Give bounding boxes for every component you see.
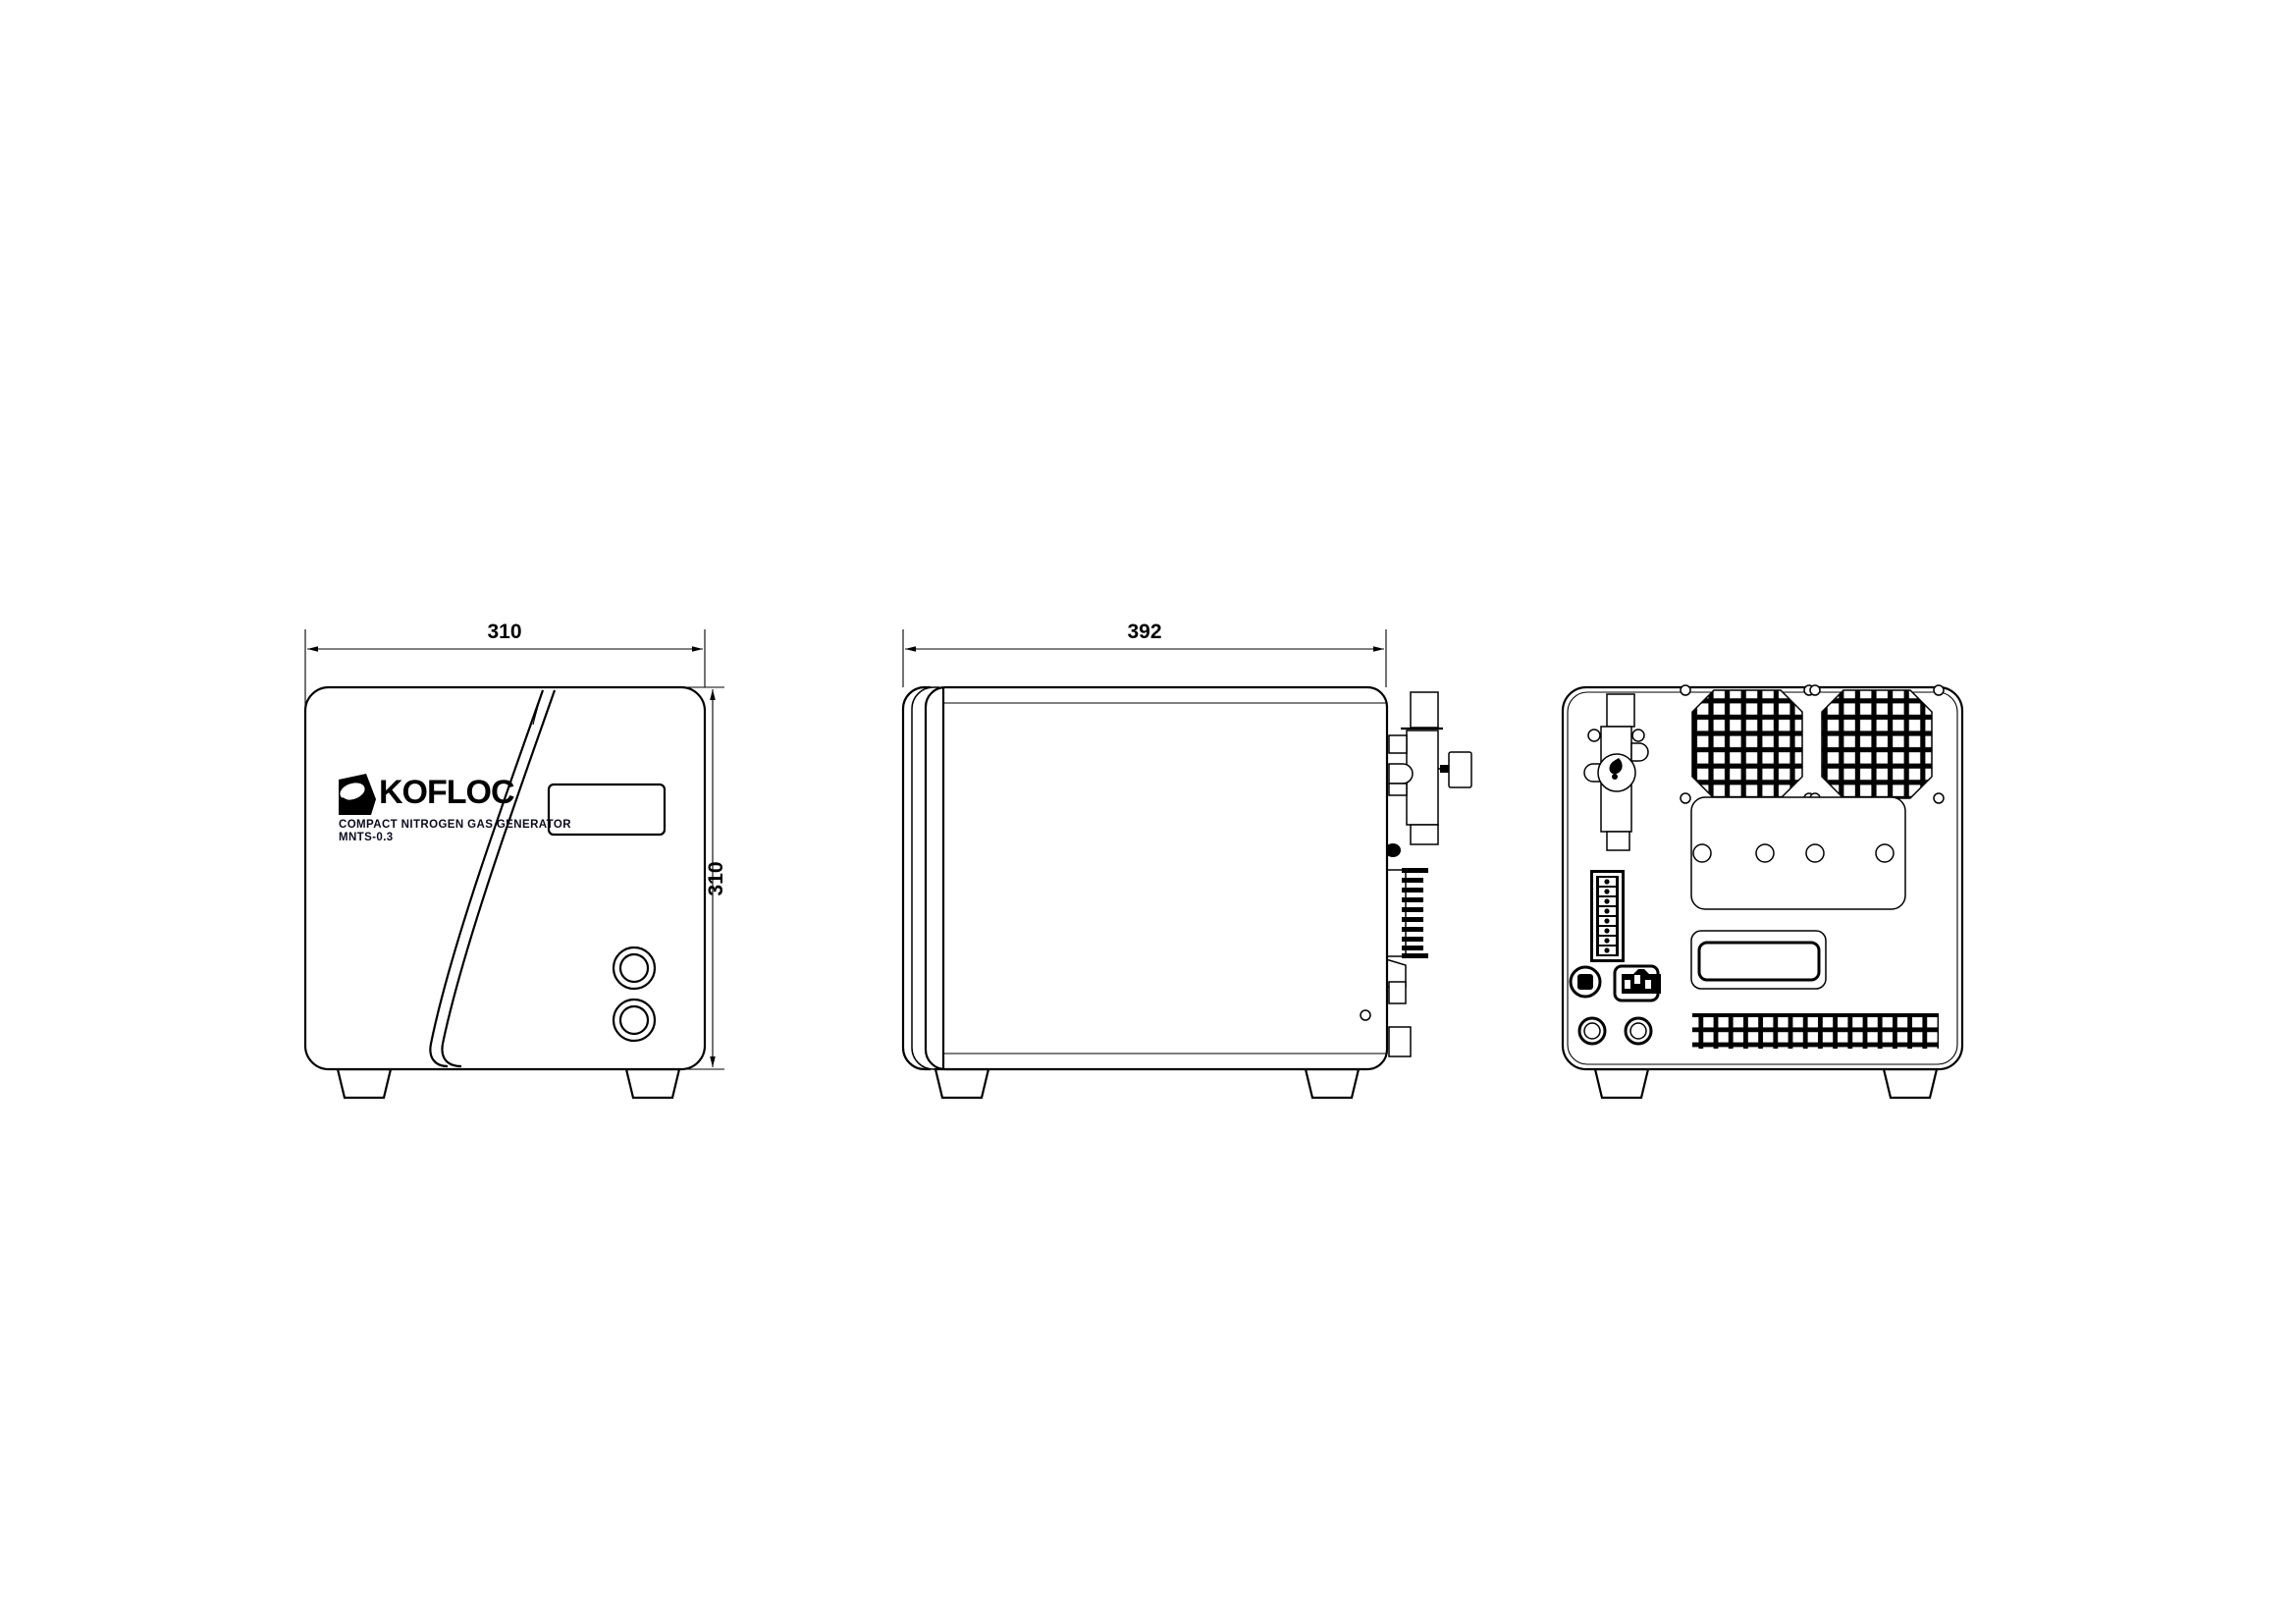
fan-grille-right bbox=[1809, 684, 1945, 804]
rear-view bbox=[1561, 684, 1964, 1100]
regulator-mount-hole-left bbox=[1587, 729, 1601, 742]
pressure-regulator[interactable] bbox=[1583, 693, 1649, 851]
grille-screw-hole-tl bbox=[1809, 684, 1821, 696]
rear-feet bbox=[1593, 1067, 1939, 1100]
connector-port-left[interactable] bbox=[1577, 1016, 1607, 1046]
kofloc-logo-mark bbox=[339, 774, 376, 815]
connector-port-right[interactable] bbox=[1624, 1016, 1653, 1046]
display-window[interactable] bbox=[547, 783, 667, 837]
power-switch[interactable] bbox=[1569, 965, 1602, 999]
side-connector bbox=[1388, 1026, 1412, 1057]
front-width-label: 310 bbox=[487, 621, 521, 643]
regulator-bottom-cap bbox=[1606, 831, 1630, 851]
foot-left bbox=[1593, 1067, 1650, 1100]
side-regulator-knob bbox=[1448, 751, 1472, 788]
exhaust-louver bbox=[1690, 930, 1827, 990]
grille-screw-hole-tl bbox=[1680, 684, 1691, 696]
side-bracket-top bbox=[1388, 734, 1408, 754]
side-regulator-cap-top bbox=[1410, 691, 1439, 729]
gauge-needle bbox=[1609, 758, 1623, 775]
side-bracket-mid bbox=[1388, 763, 1414, 784]
side-front-bezel bbox=[901, 685, 945, 1071]
front-branding: KOFLOC COMPACT NITROGEN GAS GENERATOR MN… bbox=[339, 774, 571, 843]
front-body-outline bbox=[303, 685, 707, 1071]
regulator-mount-hole-right bbox=[1631, 729, 1645, 742]
foot-left bbox=[934, 1067, 990, 1100]
foot-left bbox=[336, 1067, 393, 1100]
iec-power-inlet[interactable] bbox=[1613, 964, 1661, 1002]
vent-strip bbox=[1692, 1013, 1939, 1049]
terminal-block[interactable] bbox=[1590, 870, 1625, 962]
kofloc-logo-text: KOFLOC bbox=[379, 774, 514, 811]
fan-grille-left bbox=[1680, 684, 1815, 804]
grille-screw-hole-tr bbox=[1933, 684, 1945, 696]
access-panel-hole-1 bbox=[1692, 843, 1712, 863]
side-terminal-block bbox=[1385, 868, 1428, 958]
front-view: 310 310 bbox=[303, 621, 727, 1100]
side-depth-label: 392 bbox=[1127, 621, 1161, 643]
side-rear-hardware bbox=[1385, 691, 1472, 1057]
front-height-dimension: 310 bbox=[687, 686, 727, 1070]
front-feet bbox=[336, 1067, 681, 1100]
side-stud bbox=[1385, 843, 1401, 857]
access-panel[interactable] bbox=[1690, 796, 1906, 910]
grille-screw-hole-bl bbox=[1680, 792, 1691, 804]
model-label: MNTS-0.3 bbox=[339, 832, 394, 843]
front-height-label: 310 bbox=[705, 861, 727, 895]
grille-screw-hole-br bbox=[1933, 792, 1945, 804]
pressure-gauge bbox=[1597, 753, 1636, 792]
side-depth-dimension: 392 bbox=[902, 621, 1387, 687]
front-bezel-curve bbox=[429, 689, 557, 1068]
access-panel-hole-2 bbox=[1755, 843, 1775, 863]
control-knob-upper[interactable] bbox=[612, 946, 657, 991]
regulator-port-left bbox=[1583, 763, 1602, 783]
control-knob-lower[interactable] bbox=[612, 998, 657, 1043]
regulator-port-right bbox=[1630, 742, 1649, 762]
side-feet bbox=[934, 1067, 1361, 1100]
side-view: 392 bbox=[901, 621, 1472, 1100]
side-vent-hole bbox=[1360, 1009, 1371, 1021]
product-line-label: COMPACT NITROGEN GAS GENERATOR bbox=[339, 819, 571, 831]
foot-right bbox=[624, 1067, 681, 1100]
side-regulator-cap-bottom bbox=[1410, 824, 1439, 845]
access-panel-hole-3 bbox=[1805, 843, 1825, 863]
regulator-top-cap bbox=[1606, 693, 1635, 728]
side-body-outline bbox=[924, 685, 1389, 1071]
foot-right bbox=[1304, 1067, 1361, 1100]
access-panel-hole-4 bbox=[1875, 843, 1895, 863]
foot-right bbox=[1882, 1067, 1939, 1100]
